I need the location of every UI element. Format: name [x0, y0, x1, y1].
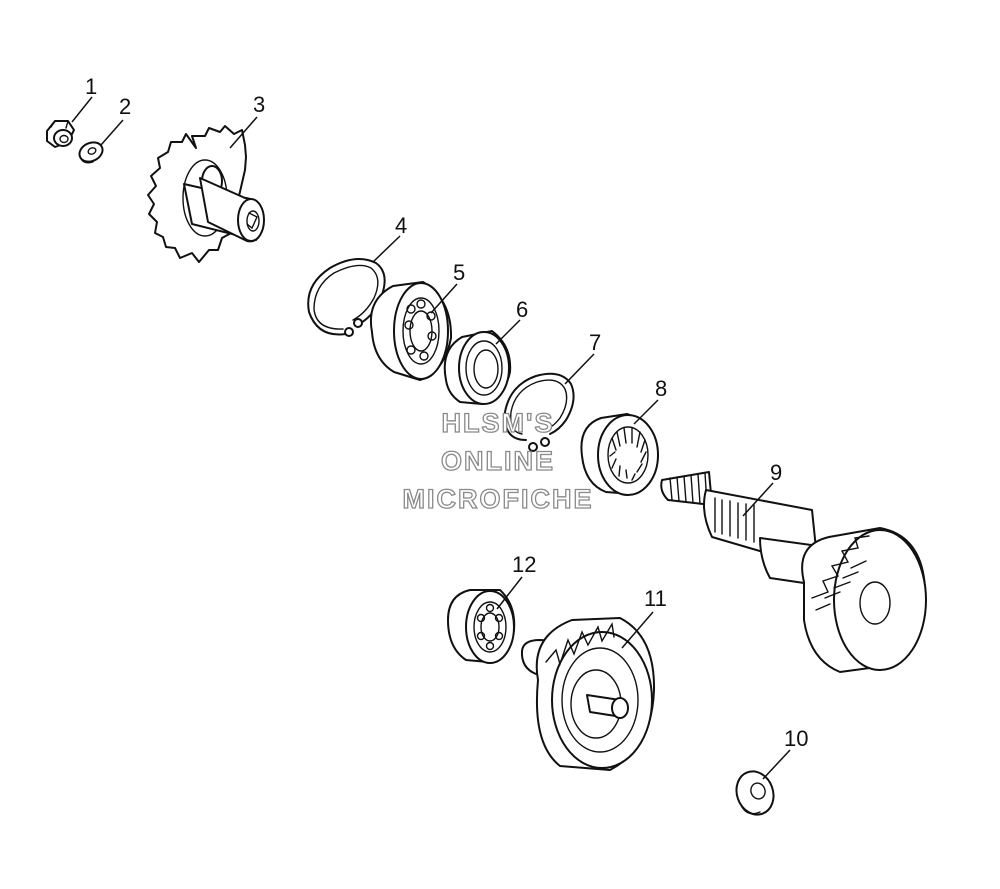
callout-12: 12 [512, 552, 536, 577]
callout-6: 6 [516, 297, 528, 322]
callout-2: 2 [119, 94, 131, 119]
callout-8: 8 [655, 376, 667, 401]
watermark-line-2: ONLINE [441, 446, 555, 476]
callouts: 1 2 3 4 5 6 7 8 9 10 11 12 [85, 74, 808, 751]
leader-lines [71, 96, 791, 780]
part-1-nut [46, 120, 75, 148]
watermark-line-3: MICROFICHE [403, 484, 594, 514]
watermark-line-1: HLSM'S [442, 408, 555, 438]
part-2-washer [78, 141, 104, 164]
callout-11: 11 [644, 586, 667, 611]
part-8-needle-bearing [580, 413, 659, 496]
part-10-washer [735, 770, 775, 816]
part-6-seal [443, 330, 512, 405]
part-9-shaft-gear [660, 471, 927, 673]
part-5-ball-bearing [370, 281, 453, 381]
part-7-circlip [503, 372, 575, 452]
part-11-gear-wheel [520, 617, 656, 771]
callout-4: 4 [395, 213, 407, 238]
watermark: HLSM'S ONLINE MICROFICHE [402, 407, 594, 514]
callout-1: 1 [85, 74, 97, 99]
callout-3: 3 [253, 92, 265, 117]
part-3-sprocket [147, 125, 265, 263]
callout-9: 9 [770, 460, 782, 485]
part-12-ball-bearing [447, 589, 516, 664]
callout-5: 5 [453, 260, 465, 285]
callout-10: 10 [784, 726, 808, 751]
callout-7: 7 [589, 330, 601, 355]
